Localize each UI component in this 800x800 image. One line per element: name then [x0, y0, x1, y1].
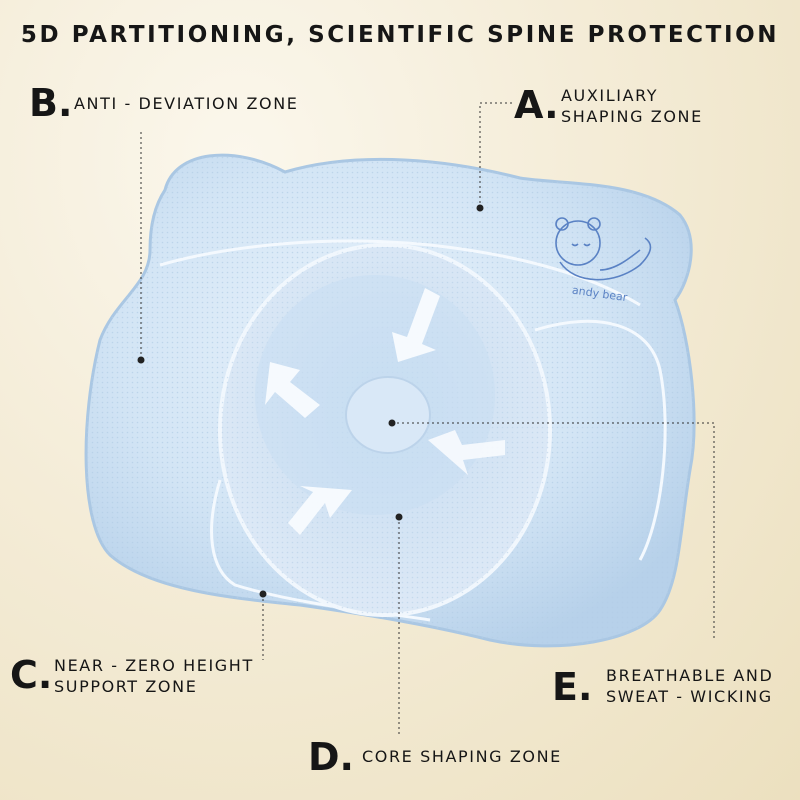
zone-b-letter: B. — [29, 81, 73, 125]
leader-dots — [137, 204, 484, 598]
center-dimple — [345, 376, 431, 454]
arrow-icon — [392, 288, 440, 362]
arrow-icon — [265, 362, 320, 418]
zone-a-letter: A. — [514, 83, 559, 127]
zone-e-label-line2: SWEAT - WICKING — [606, 687, 773, 706]
zone-d-label: CORE SHAPING ZONE — [362, 747, 562, 766]
zone-e-letter: E. — [552, 665, 593, 709]
zone-e-label-line1: BREATHABLE AND — [606, 666, 774, 685]
zone-a-label-line1: AUXILIARY — [561, 86, 659, 105]
zone-d-letter: D. — [308, 735, 354, 779]
zone-c-label-line1: NEAR - ZERO HEIGHT — [54, 656, 254, 675]
leader-lines — [140, 102, 715, 735]
arrow-icon — [428, 430, 505, 475]
zone-c-label-line2: SUPPORT ZONE — [54, 677, 198, 696]
zone-a-label-line2: SHAPING ZONE — [561, 107, 703, 126]
zone-b-label: ANTI - DEVIATION ZONE — [74, 94, 299, 113]
bear-logo-icon — [555, 217, 652, 281]
zone-c-letter: C. — [10, 653, 53, 697]
page-title: 5D PARTITIONING, SCIENTIFIC SPINE PROTEC… — [20, 22, 780, 48]
seam-line — [534, 319, 667, 561]
arrow-icon — [288, 486, 352, 535]
